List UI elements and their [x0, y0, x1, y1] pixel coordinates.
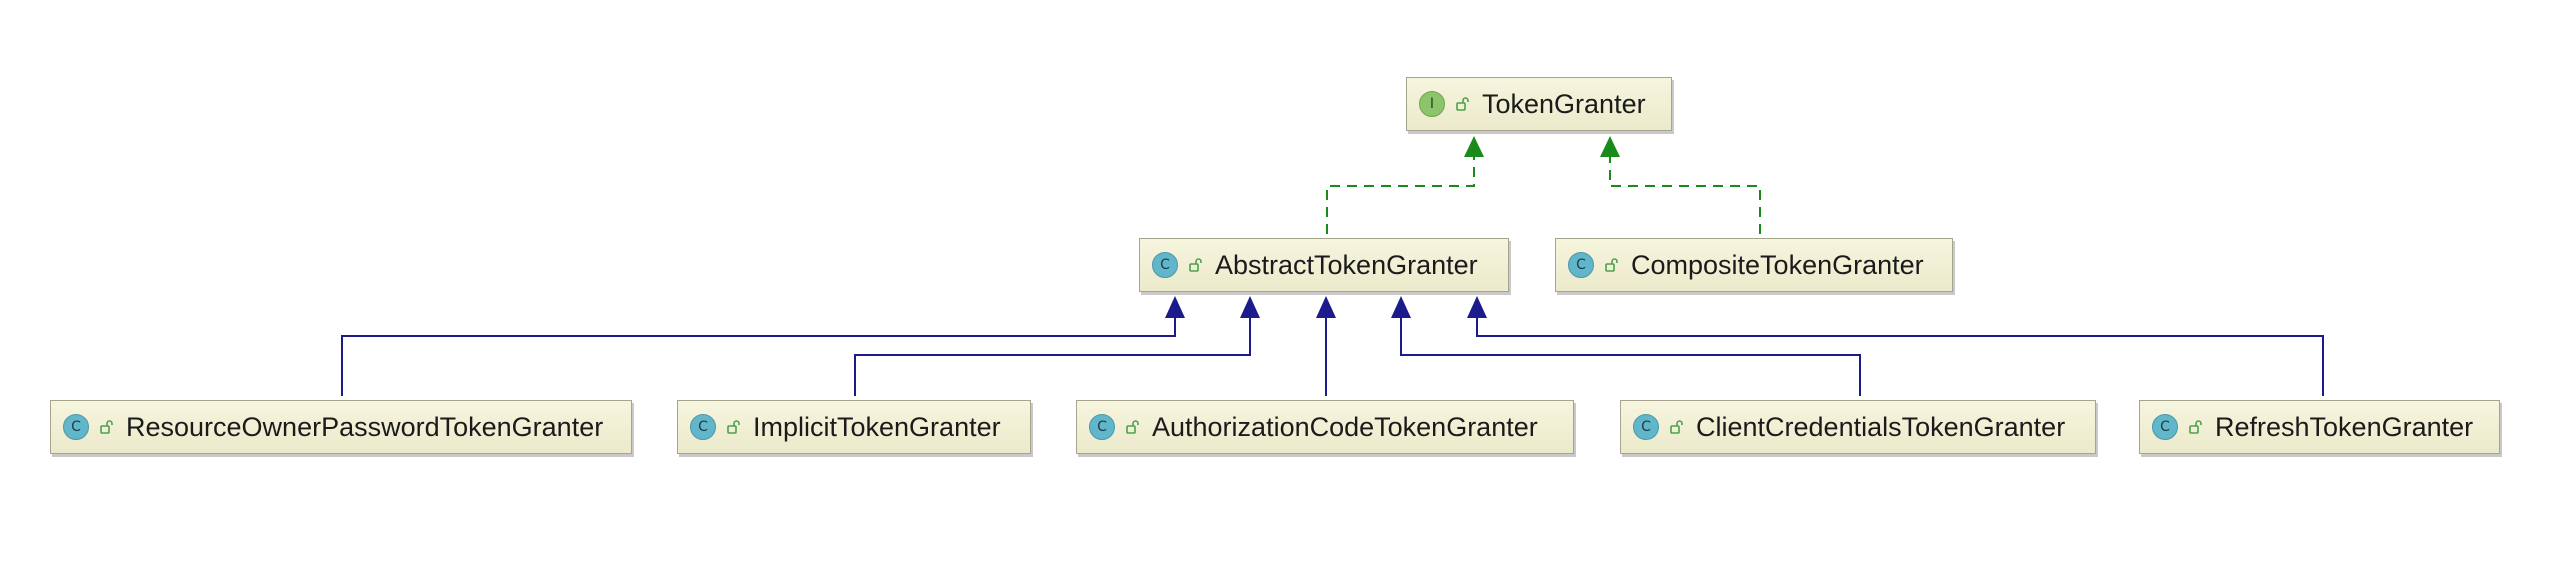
interface-icon: I: [1419, 91, 1445, 117]
node-implicit-token-granter[interactable]: C ImplicitTokenGranter: [677, 400, 1031, 454]
edge-clientcred-extends-abstract: [1400, 314, 1861, 396]
node-label: AbstractTokenGranter: [1215, 249, 1478, 280]
node-composite-token-granter[interactable]: C CompositeTokenGranter: [1555, 238, 1953, 292]
node-authorization-code-token-granter[interactable]: C AuthorizationCodeTokenGranter: [1076, 400, 1574, 454]
arrowhead-extends-4: [1391, 296, 1411, 318]
edge-resourceowner-extends-abstract: [341, 314, 1176, 396]
class-icon: C: [63, 414, 89, 440]
arrowhead-extends-2: [1240, 296, 1260, 318]
node-label: ImplicitTokenGranter: [753, 411, 1001, 442]
arrowhead-extends-1: [1165, 296, 1185, 318]
node-client-credentials-token-granter[interactable]: C ClientCredentialsTokenGranter: [1620, 400, 2096, 454]
node-token-granter[interactable]: I TokenGranter: [1406, 77, 1672, 131]
node-resource-owner-password-token-granter[interactable]: C ResourceOwnerPasswordTokenGranter: [50, 400, 632, 454]
public-lock-icon: [2189, 420, 2202, 434]
class-icon: C: [1089, 414, 1115, 440]
public-lock-icon: [1456, 97, 1469, 111]
node-label: ResourceOwnerPasswordTokenGranter: [126, 411, 604, 442]
edge-abstract-implements-tokengranter: [1326, 152, 1475, 234]
public-lock-icon: [1605, 258, 1618, 272]
node-label: RefreshTokenGranter: [2215, 411, 2474, 442]
arrowhead-extends-3: [1316, 296, 1336, 318]
node-label: ClientCredentialsTokenGranter: [1696, 411, 2066, 442]
edge-implicit-extends-abstract: [854, 314, 1251, 396]
public-lock-icon: [1189, 258, 1202, 272]
public-lock-icon: [1670, 420, 1683, 434]
public-lock-icon: [100, 420, 113, 434]
edge-refresh-extends-abstract: [1476, 314, 2324, 396]
class-icon: C: [1633, 414, 1659, 440]
class-icon: C: [690, 414, 716, 440]
arrowhead-implements-2: [1600, 136, 1620, 157]
node-label: CompositeTokenGranter: [1631, 249, 1924, 280]
node-label: TokenGranter: [1482, 88, 1646, 119]
node-refresh-token-granter[interactable]: C RefreshTokenGranter: [2139, 400, 2500, 454]
node-abstract-token-granter[interactable]: C AbstractTokenGranter: [1139, 238, 1509, 292]
arrowhead-extends-5: [1467, 296, 1487, 318]
public-lock-icon: [1126, 420, 1139, 434]
class-icon: C: [1568, 252, 1594, 278]
arrowhead-implements-1: [1464, 136, 1484, 157]
edge-composite-implements-tokengranter: [1609, 152, 1761, 234]
class-icon: C: [2152, 414, 2178, 440]
abstract-class-icon: C: [1152, 252, 1178, 278]
node-label: AuthorizationCodeTokenGranter: [1152, 411, 1538, 442]
public-lock-icon: [727, 420, 740, 434]
